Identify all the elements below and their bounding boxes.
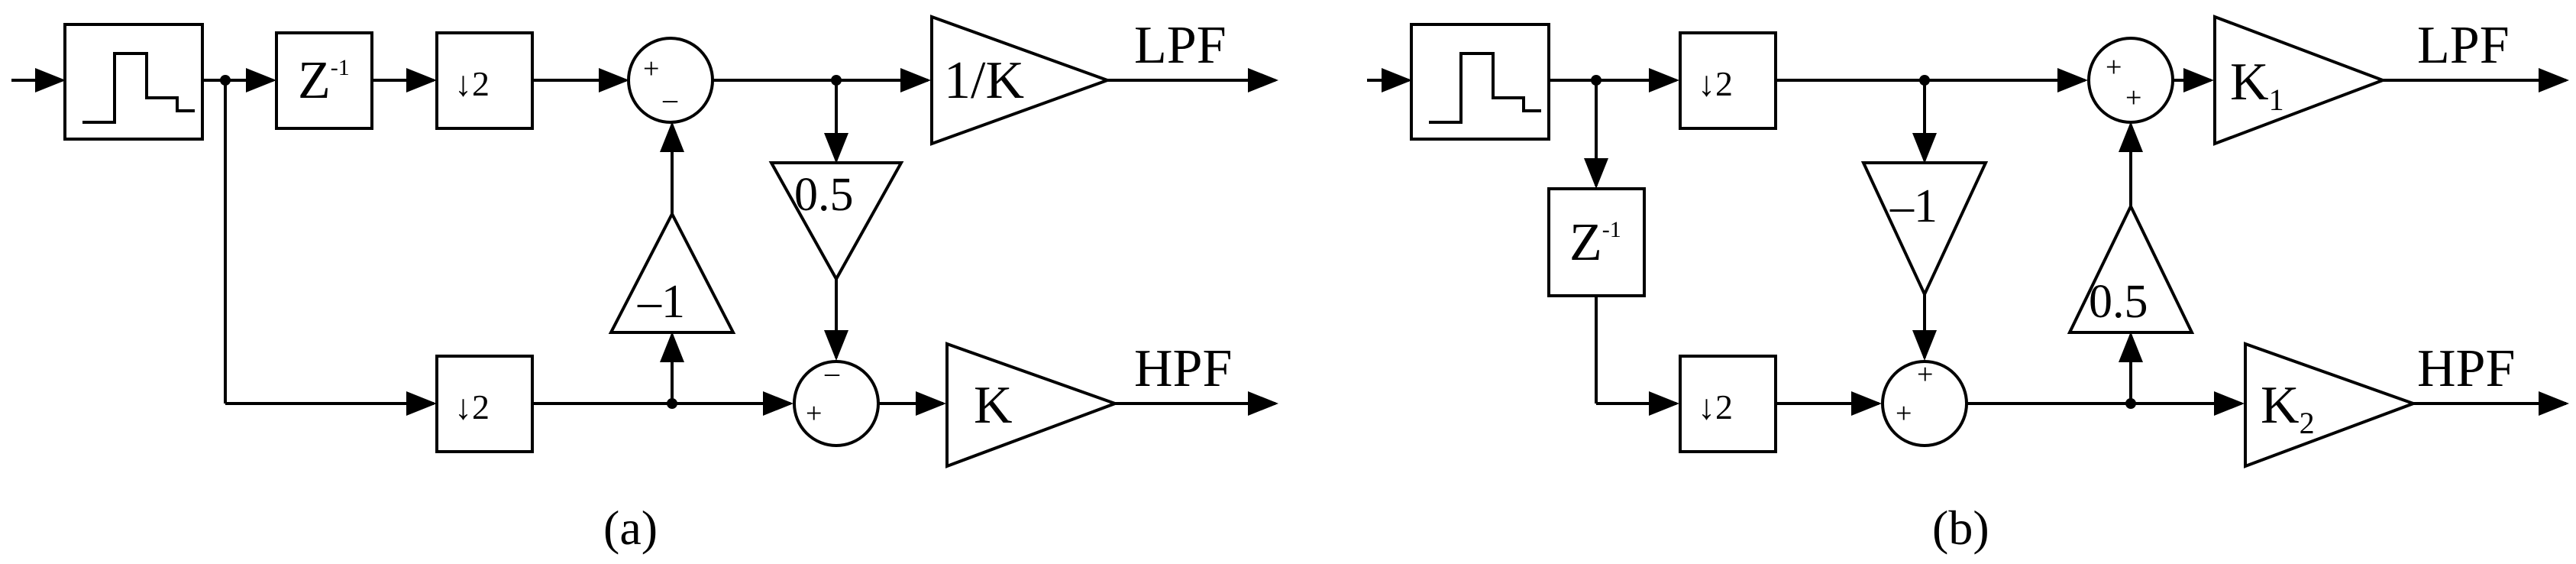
sum-lower-sign-1-a: +	[806, 397, 822, 429]
sum-lower-sign-2-a: –	[824, 357, 840, 389]
panel-b: ↓2 + + K1 LPF –1 Z-1 ↓2 + +	[1367, 15, 2569, 555]
sample-hold-block-b	[1410, 23, 1550, 141]
gain-lpf-label-a: 1/K	[944, 51, 1024, 110]
caption-b: (b)	[1932, 501, 1989, 555]
output-lpf-label-b: LPF	[2417, 16, 2510, 75]
gain-neg-label-a: –1	[637, 276, 685, 328]
downsample-upper-label-a: ↓2	[454, 64, 490, 103]
gain-neg-a	[608, 210, 736, 334]
output-hpf-label-a: HPF	[1134, 339, 1232, 398]
gain-hpf-label-b: K2	[2261, 376, 2315, 440]
sample-hold-icon	[1429, 52, 1541, 124]
gain-half-a	[768, 161, 904, 283]
delay-label-b: Z-1	[1569, 213, 1621, 272]
sum-lower-sign-1-b: +	[1896, 397, 1912, 429]
gain-hpf-label-a: K	[974, 376, 1013, 435]
panel-a: Z-1 ↓2 + – 1/K LPF 0.5 ↓2 –1	[11, 15, 1278, 555]
output-lpf-label-a: LPF	[1134, 16, 1227, 75]
gain-hpf-b	[2244, 342, 2418, 468]
sum-upper-sign-2-a: –	[662, 83, 678, 115]
gain-half-label-a: 0.5	[794, 169, 854, 221]
downsample-lower-label-a: ↓2	[454, 387, 490, 426]
sum-upper-sign-1-b: +	[2106, 51, 2122, 83]
gain-half-b	[2067, 203, 2195, 334]
delay-label-a: Z-1	[298, 51, 350, 110]
gain-hpf-a	[945, 342, 1120, 468]
sum-lower-sign-2-b: +	[1917, 358, 1933, 391]
gain-neg-b	[1860, 161, 1989, 298]
downsample-upper-label-b: ↓2	[1698, 64, 1733, 103]
output-hpf-label-b: HPF	[2417, 339, 2515, 398]
downsample-upper-block-b	[1679, 31, 1777, 130]
sum-upper-sign-2-b: +	[2125, 82, 2141, 114]
sample-hold-icon	[82, 52, 195, 124]
downsample-lower-block-b	[1679, 355, 1777, 453]
gain-neg-label-b: –1	[1889, 180, 1938, 232]
caption-a: (a)	[603, 501, 658, 555]
gain-lpf-label-b: K1	[2230, 53, 2284, 117]
gain-lpf-b	[2213, 15, 2387, 146]
gain-half-label-b: 0.5	[2089, 276, 2148, 328]
downsample-lower-label-b: ↓2	[1698, 387, 1733, 426]
sum-upper-sign-1-a: +	[643, 53, 659, 85]
gain-lpf-a	[930, 15, 1112, 146]
